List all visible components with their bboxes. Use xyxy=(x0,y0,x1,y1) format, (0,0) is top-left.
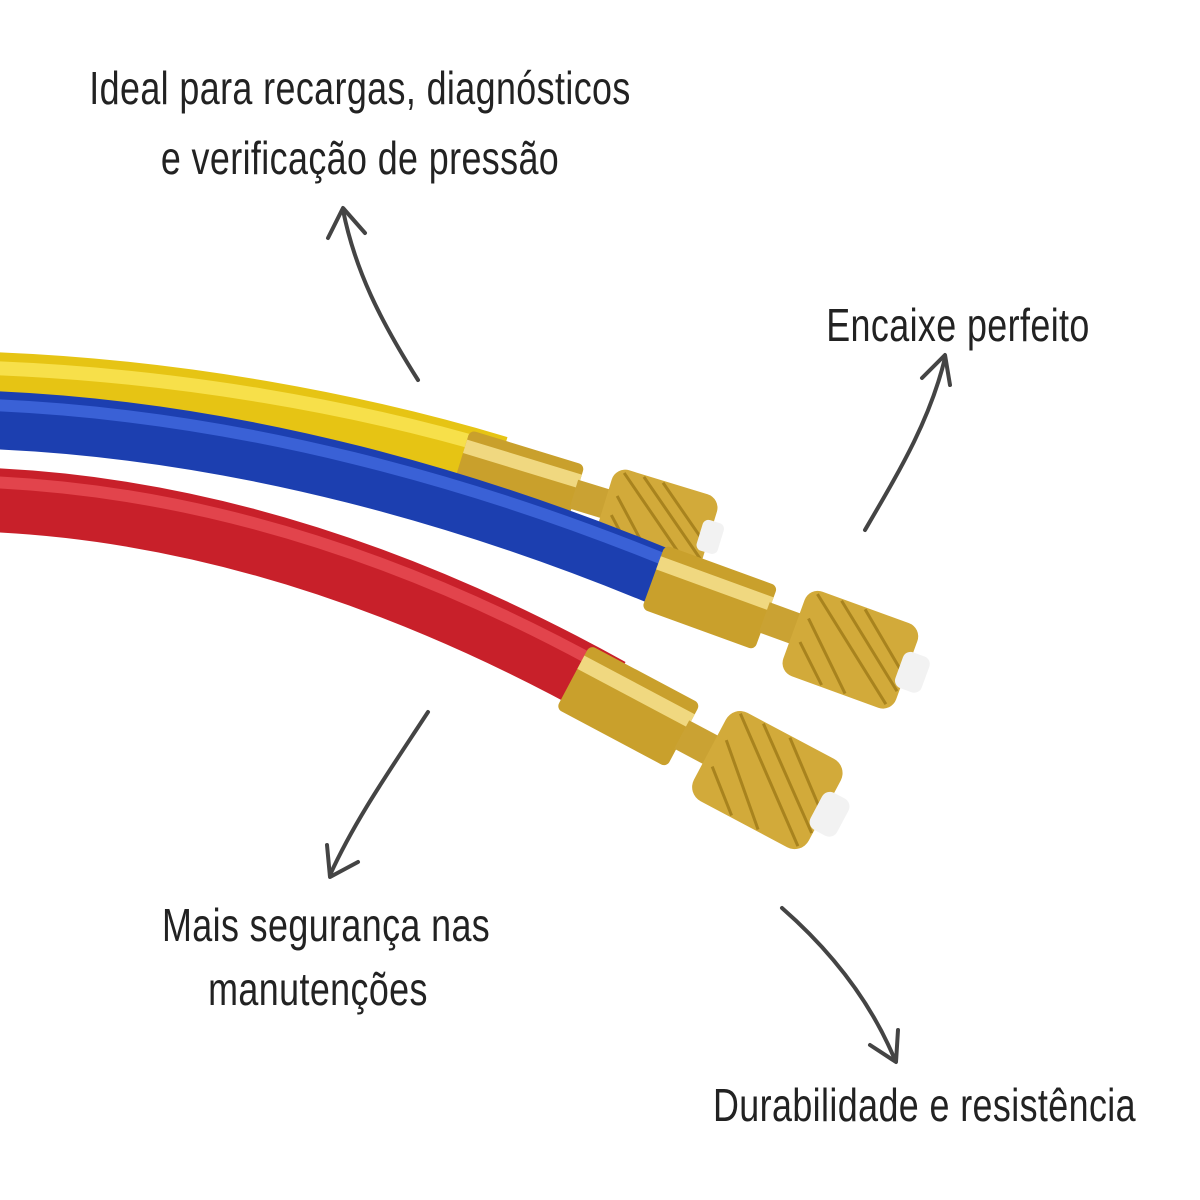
blue-hose xyxy=(0,391,692,612)
yellow-fitting xyxy=(453,431,724,572)
arrow-icon xyxy=(326,206,420,382)
callout-perfect-fit: Encaixe perfeito xyxy=(802,290,1114,360)
callout-durability: Durabilidade e resistência xyxy=(713,1070,1136,1140)
red-fitting xyxy=(558,647,850,850)
callout-ideal-use: Ideal para recargas, diagnósticos e veri… xyxy=(79,53,641,193)
callout-line: Ideal para recargas, diagnósticos xyxy=(89,62,631,114)
yellow-hose xyxy=(0,352,508,487)
red-hose xyxy=(0,468,626,718)
blue-fitting xyxy=(643,546,930,709)
callout-safety: Mais segurança nas manutenções xyxy=(162,893,491,1021)
callout-line: e verificação de pressão xyxy=(160,132,560,184)
arrow-icon xyxy=(780,906,900,1064)
arrow-icon xyxy=(325,710,430,879)
callout-line: Durabilidade e resistência xyxy=(713,1079,1136,1131)
callout-line: Mais segurança nas xyxy=(162,899,491,951)
callout-line: Encaixe perfeito xyxy=(826,299,1090,351)
arrow-icon xyxy=(863,353,952,532)
callout-line: manutenções xyxy=(208,963,428,1015)
